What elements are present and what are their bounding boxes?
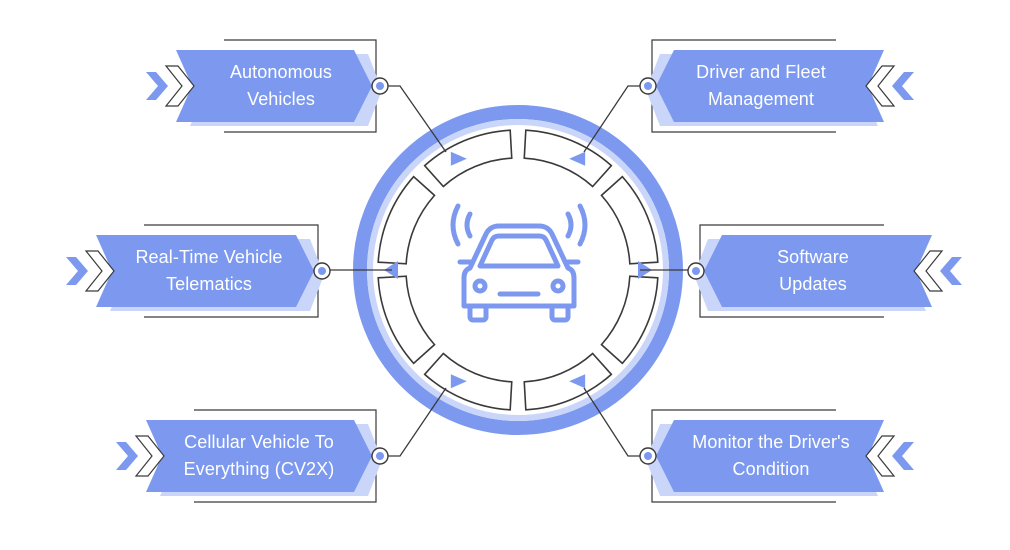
node-dot-cv2x: [376, 452, 384, 460]
ring-segment-7: [377, 175, 436, 265]
label-cv2x-line1: Cellular Vehicle To: [184, 432, 334, 452]
ring-segment-2: [600, 175, 659, 265]
ring-arrow-5: [450, 374, 467, 389]
car-wheel-left: [467, 303, 489, 323]
car-windshield: [477, 233, 561, 269]
label-cv2x: Cellular Vehicle To Everything (CV2X): [144, 420, 374, 492]
signal-wave-right-outer: [577, 203, 588, 247]
label-autonomous-line2: Vehicles: [247, 89, 315, 109]
ring-arrow-1: [450, 151, 467, 166]
center-ring: [353, 105, 683, 435]
ring-segment-1: [523, 129, 613, 188]
ring-arrow-6: [569, 374, 586, 389]
car-headlight-left: [472, 278, 488, 294]
chevron-outline-icon-telematics: [84, 250, 115, 292]
label-software: Software Updates: [698, 235, 928, 307]
box-fill-driver-condition: [656, 420, 884, 492]
label-autonomous: Autonomous Vehicles: [166, 50, 396, 122]
node-dot-software: [692, 267, 700, 275]
ring-segments: [377, 129, 659, 411]
box-fill-autonomous: [176, 50, 372, 122]
label-boxes: [66, 39, 962, 503]
chevron-outline-icon-autonomous: [164, 65, 195, 107]
signal-wave-right-inner: [565, 211, 574, 239]
box-fill-software: [704, 235, 932, 307]
outer-ring-shadow: [367, 119, 669, 421]
box-fill-cv2x: [146, 420, 372, 492]
box-driver-condition: [639, 409, 914, 503]
box-software: [687, 224, 962, 318]
chevron-icon-autonomous: [146, 72, 168, 100]
chevron-outline-icon-fleet: [865, 65, 896, 107]
label-driver-condition: Monitor the Driver's Condition: [656, 420, 886, 492]
chevron-icon-driver-condition: [892, 442, 914, 470]
connected-car-icon: [450, 203, 588, 323]
box-cv2x: [116, 409, 389, 503]
label-autonomous-line1: Autonomous: [229, 62, 333, 82]
ring-segment-3: [600, 275, 659, 365]
ring-segment-6: [377, 275, 436, 365]
chevron-outline-icon-cv2x: [134, 435, 165, 477]
label-telematics-line1: Real-Time Vehicle: [135, 247, 283, 267]
chevron-outline-icon-driver-condition: [865, 435, 896, 477]
label-driver-condition-line2: Condition: [732, 459, 810, 479]
node-dot-driver-condition: [644, 452, 652, 460]
node-dot-fleet: [644, 82, 652, 90]
label-driver-condition-line1: Monitor the Driver's: [692, 432, 850, 452]
label-software-line2: Updates: [779, 274, 847, 294]
ring-segment-5: [423, 352, 513, 411]
label-cv2x-line2: Everything (CV2X): [183, 459, 335, 479]
chevron-icon-software: [940, 257, 962, 285]
signal-wave-left-inner: [464, 211, 473, 239]
ring-arrow-2: [569, 151, 586, 166]
box-fill-fleet: [656, 50, 884, 122]
ring-segment-8: [423, 129, 513, 188]
label-fleet: Driver and Fleet Management: [646, 50, 876, 122]
outer-ring: [353, 105, 683, 435]
label-fleet-line2: Management: [707, 89, 815, 109]
box-fill-telematics: [96, 235, 314, 307]
chevron-icon-fleet: [892, 72, 914, 100]
signal-wave-left-outer: [450, 203, 461, 247]
chevron-icon-telematics: [66, 257, 88, 285]
box-fleet: [639, 39, 914, 133]
label-software-line1: Software: [777, 247, 849, 267]
node-dot-autonomous: [376, 82, 384, 90]
chevron-icon-cv2x: [116, 442, 138, 470]
label-fleet-line1: Driver and Fleet: [696, 62, 826, 82]
chevron-outline-icon-software: [913, 250, 944, 292]
label-telematics-line2: Telematics: [165, 274, 253, 294]
car-headlight-right: [550, 278, 566, 294]
car-wheel-right: [549, 303, 571, 323]
box-telematics: [66, 224, 331, 318]
node-dot-telematics: [318, 267, 326, 275]
car-body: [461, 223, 577, 309]
label-telematics: Real-Time Vehicle Telematics: [94, 235, 324, 307]
box-autonomous: [146, 39, 389, 133]
